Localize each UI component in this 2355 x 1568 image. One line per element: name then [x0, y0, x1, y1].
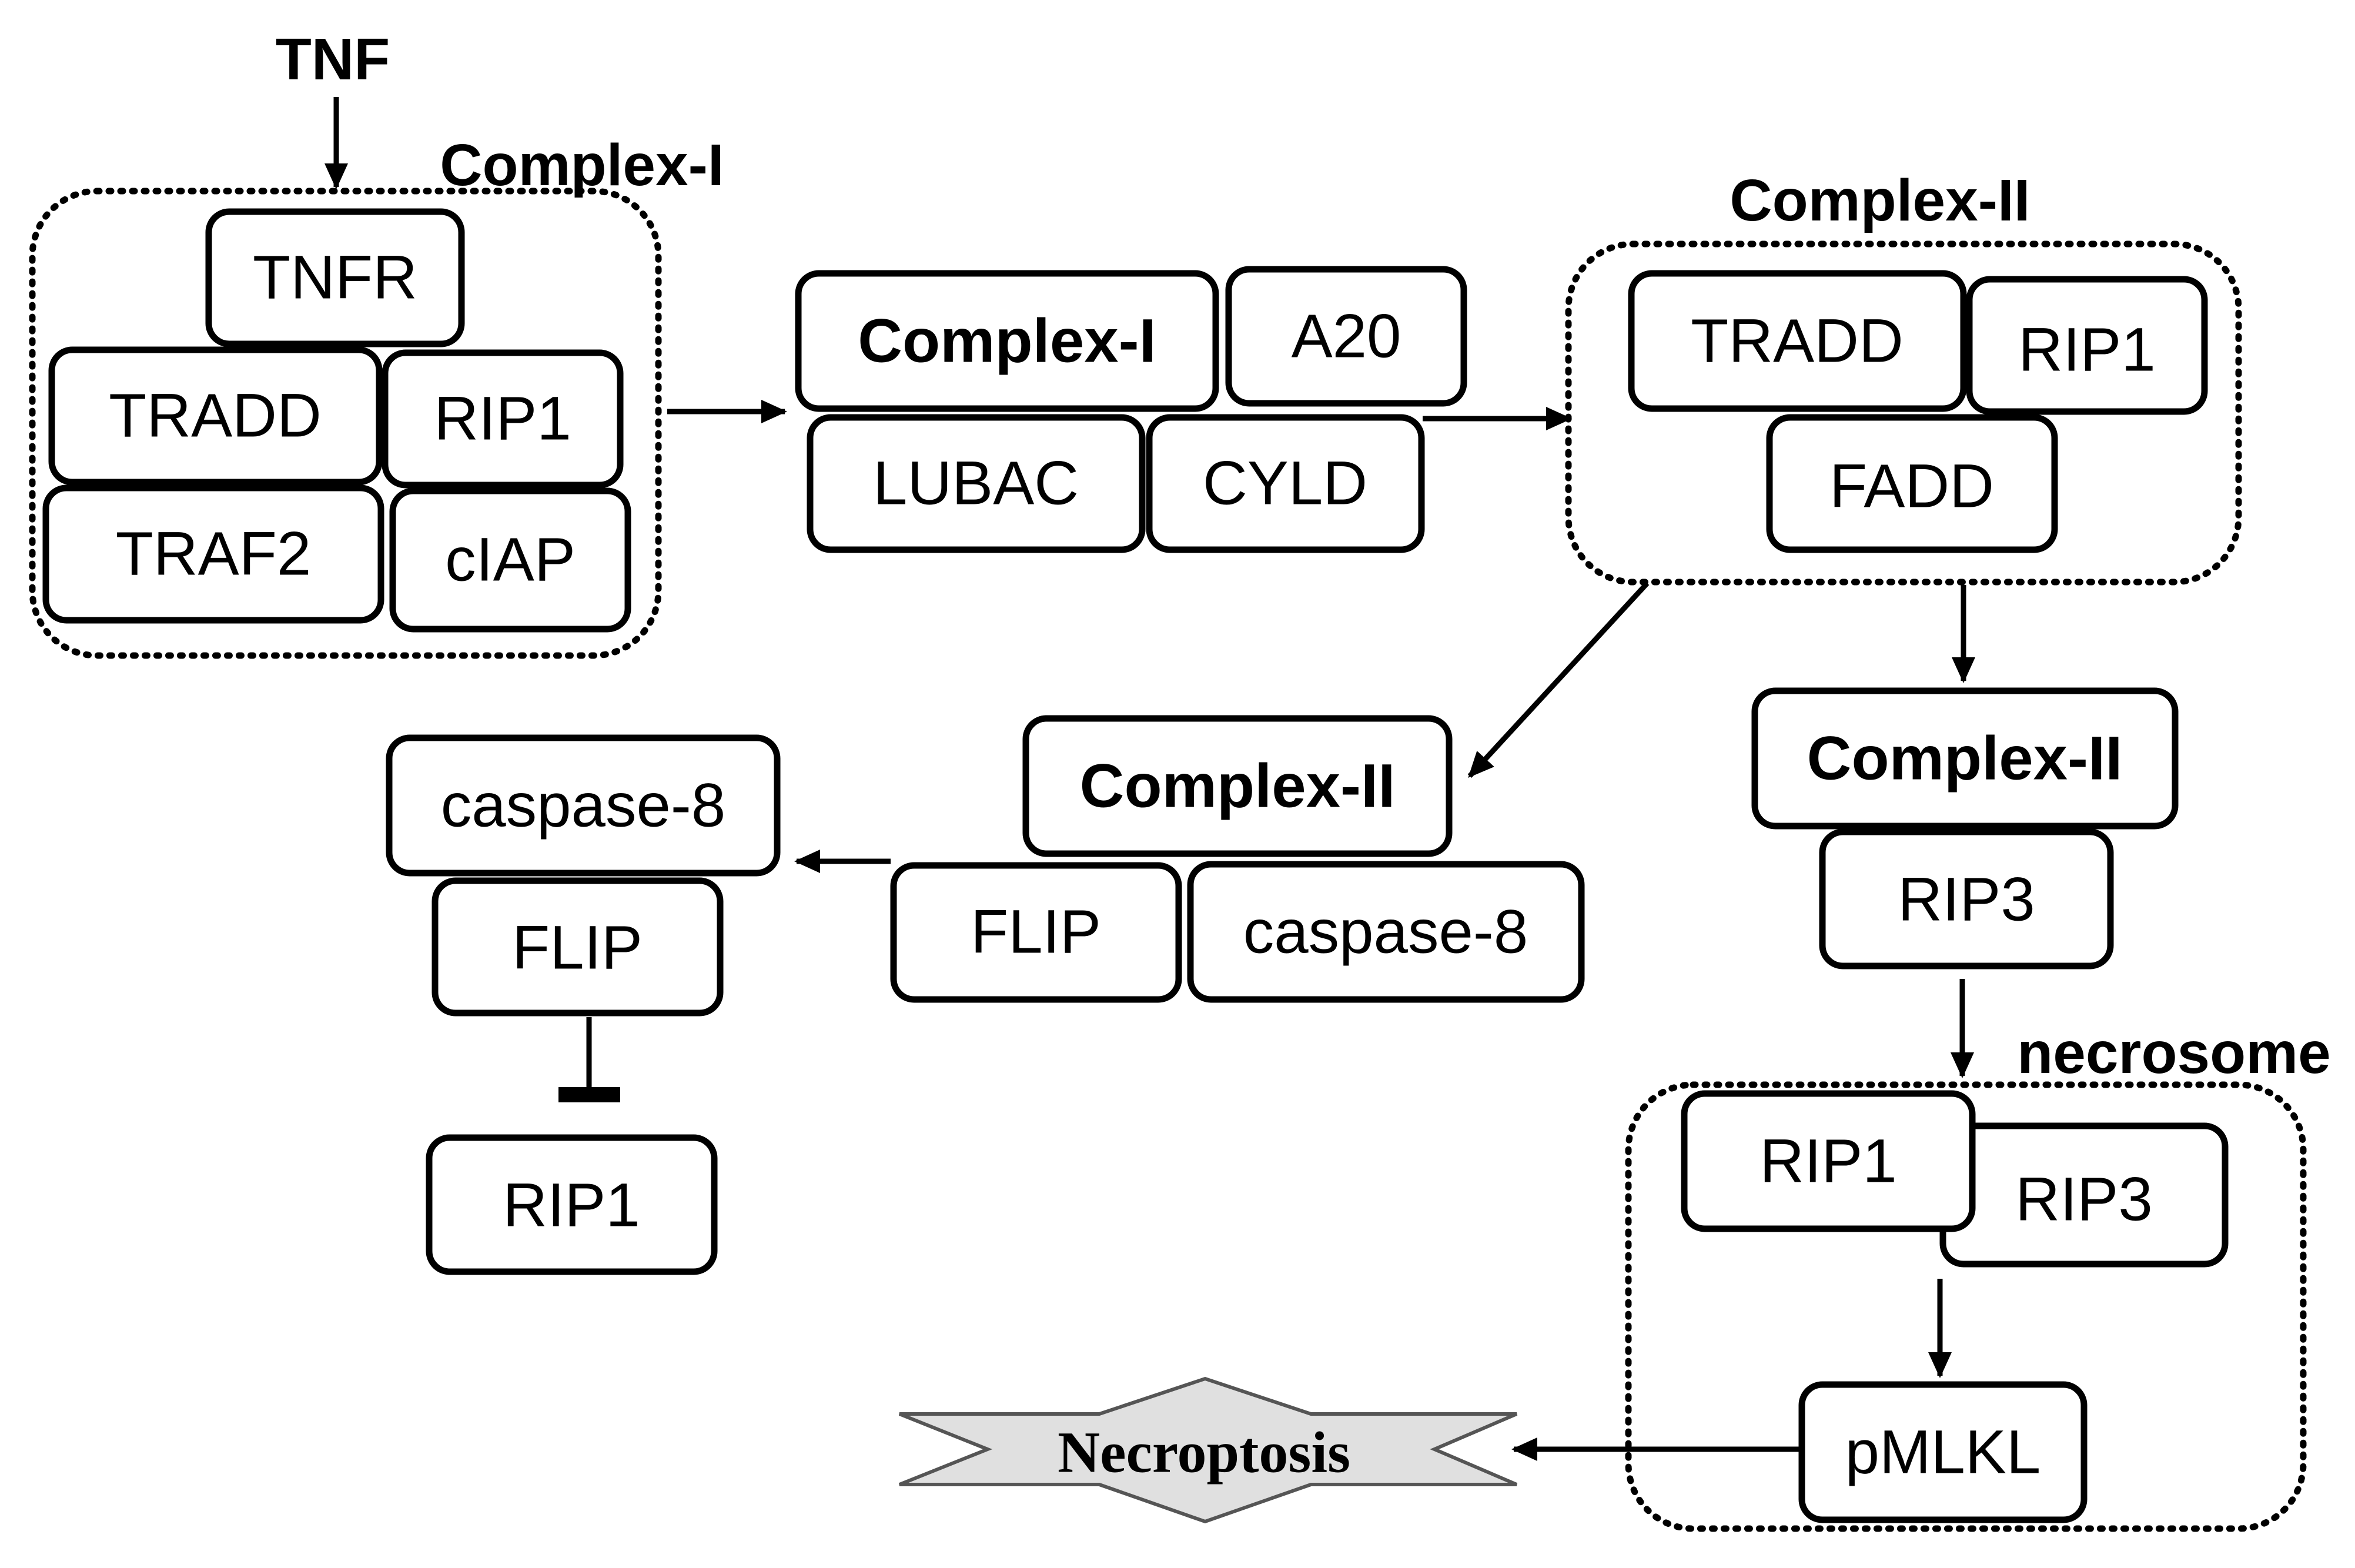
complex2-rip1-label: RIP1 [2018, 316, 2155, 385]
complex1-ciap-node: cIAP [389, 487, 631, 633]
regulation-complex1-label: Complex-I [858, 307, 1156, 376]
necroptosis-node: Necroptosis [898, 1376, 1518, 1524]
complex2-flip-title-node: Complex-II [1022, 715, 1453, 857]
complex2-fadd-node: FADD [1766, 414, 2058, 553]
complex2-rip3-title-label: Complex-II [1807, 724, 2123, 793]
complex1-tradd-label: TRADD [109, 382, 322, 450]
complex1-tnfr-label: TNFR [253, 243, 417, 312]
complex2-fadd-label: FADD [1829, 452, 1994, 521]
inhibition-flip-label: FLIP [512, 914, 643, 982]
regulation-cyld-node: CYLD [1146, 414, 1425, 553]
complex1-group [29, 188, 662, 659]
complex2-flip-flip-node: FLIP [890, 862, 1182, 1003]
tnf-label: TNF [276, 26, 390, 92]
necrosome-group [1625, 1081, 2307, 1532]
regulation-complex1-node: Complex-I [795, 270, 1219, 412]
complex1-traf2-node: TRAF2 [42, 484, 384, 624]
complex1-title: Complex-I [440, 132, 724, 198]
necrosome-pmlkl-label: pMLKL [1845, 1418, 2041, 1487]
complex2-rip3-title-node: Complex-II [1751, 687, 2179, 830]
necrosome-rip3-label: RIP3 [2015, 1165, 2152, 1234]
complex1-rip1-label: RIP1 [434, 385, 571, 453]
regulation-cyld-label: CYLD [1203, 449, 1367, 518]
complex2-rip3-rip3-node: RIP3 [1819, 828, 2114, 969]
necrosome-title: necrosome [2017, 1020, 2331, 1086]
complex1-rip1-node: RIP1 [382, 349, 624, 489]
regulation-lubac-label: LUBAC [873, 449, 1079, 518]
inhibition-caspase8-node: caspase-8 [386, 734, 781, 877]
complex2-flip-caspase8-label: caspase-8 [1243, 898, 1528, 967]
complex2-tradd-node: TRADD [1628, 270, 1967, 412]
complex2-rip1-node: RIP1 [1966, 276, 2208, 415]
inhibition-rip1-node: RIP1 [426, 1134, 718, 1275]
necrosome-rip1-label: RIP1 [1759, 1127, 1896, 1196]
regulation-lubac-node: LUBAC [807, 414, 1146, 553]
complex2-group [1565, 240, 2242, 586]
complex2-rip3-rip3-label: RIP3 [1898, 865, 2035, 934]
necroptosis-label: Necroptosis [1058, 1420, 1350, 1485]
inhibition-rip1-label: RIP1 [503, 1171, 640, 1240]
inhibition-flip-node: FLIP [431, 877, 724, 1017]
complex1-ciap-label: cIAP [445, 526, 576, 594]
complex2-flip-caspase8-node: caspase-8 [1187, 861, 1585, 1003]
complex1-tradd-node: TRADD [48, 346, 383, 486]
regulation-a20-label: A20 [1292, 302, 1401, 371]
complex1-traf2-label: TRAF2 [116, 520, 312, 589]
necrosome-rip1-node: RIP1 [1681, 1090, 1976, 1232]
complex2-flip-title-label: Complex-II [1080, 752, 1396, 821]
complex1-tnfr-node: TNFR [205, 208, 465, 347]
complex2-title: Complex-II [1730, 168, 2030, 233]
complex2-tradd-label: TRADD [1691, 307, 1904, 376]
necrosome-rip3-node: RIP3 [1939, 1122, 2229, 1268]
regulation-a20-node: A20 [1225, 266, 1467, 407]
necrosome-pmlkl-node: pMLKL [1798, 1381, 2088, 1523]
arrow-complex2-to-flip-branch [1467, 581, 1650, 778]
complex2-flip-flip-label: FLIP [971, 898, 1101, 967]
inhibition-caspase8-label: caspase-8 [441, 771, 725, 840]
necroptosis-star-shape [898, 1376, 1518, 1524]
